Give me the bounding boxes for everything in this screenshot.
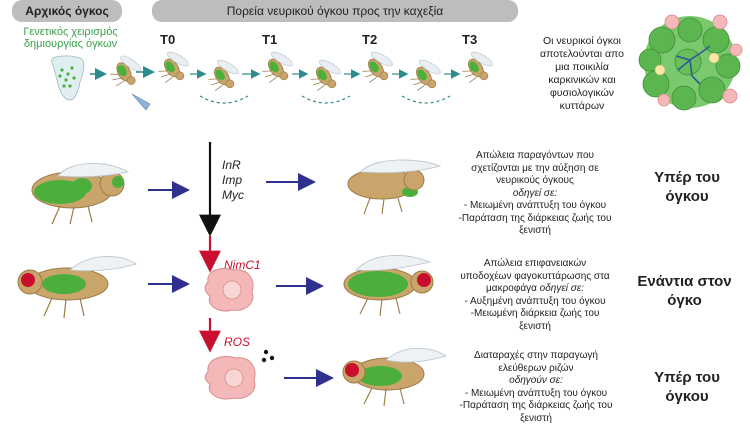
row2-effect: - Αυξημένη ανάπτυξη του όγκου — [464, 295, 606, 307]
fly-t0 — [150, 43, 197, 89]
fly-t2b — [402, 51, 449, 97]
larva-tumor-icon — [51, 55, 85, 101]
fly-t1b — [302, 51, 349, 97]
row2-verdict-line: όγκο — [667, 292, 702, 309]
gene-nimc1: NimC1 — [224, 258, 261, 272]
progression-flies — [150, 43, 501, 97]
row1-effect: - Μειωμένη ανάπτυξη του όγκου — [463, 200, 607, 211]
row1-description: Απώλεια παραγόντων που σχετίζονται με τη… — [455, 150, 615, 238]
row1-desc-line: νευρικούς όγκους — [496, 175, 574, 186]
progression-title: Πορεία νευρικού όγκου προς την καχεξία — [152, 0, 518, 22]
gene-myc: Myc — [222, 188, 244, 202]
row1-desc-line: Απώλεια παραγόντων που — [475, 150, 595, 161]
row3-verdict: Υπέρ του όγκου — [632, 368, 742, 406]
row1-desc-line: σχετίζονται με την αύξηση σε — [471, 162, 599, 174]
progression-connectors — [190, 69, 461, 104]
row1-fly-after — [347, 159, 442, 215]
row2-leads-to: οδηγεί σε: — [539, 283, 584, 294]
row3-desc-line: ελεύθερων ριζών — [498, 362, 574, 374]
row2-desc-line: υποδοχέων φαγοκυττάρωσης στα — [460, 270, 610, 282]
fly-t2 — [354, 43, 401, 89]
row3-fly-after — [342, 347, 447, 407]
row2-verdict-line: Ενάντια στον — [637, 273, 732, 290]
row1-verdict-line: όγκου — [665, 188, 709, 205]
row1-verdict: Υπέρ του όγκου — [632, 168, 742, 206]
row3-effect: -Παράταση της διάρκειας ζωής του — [459, 400, 613, 411]
row3-desc-line: Διαταραχές στην παραγωγή — [474, 350, 598, 361]
row1-verdict-line: Υπέρ του — [654, 169, 720, 186]
row3-effect: ξενιστή — [520, 412, 552, 424]
gene-imp: Imp — [222, 173, 243, 187]
row3-description: Διαταραχές στην παραγωγή ελεύθερων ριζών… — [452, 350, 620, 425]
host-fly-icon — [103, 47, 149, 93]
row2-effect: ξενιστή — [519, 320, 551, 332]
syringe-icon — [131, 93, 151, 111]
row2-verdict: Ενάντια στον όγκο — [622, 272, 747, 310]
row3-verdict-line: όγκου — [665, 388, 709, 405]
gene-list-row1: InR Imp Myc — [222, 158, 244, 203]
row2-fly-before — [17, 256, 137, 319]
tumor-cell-cluster-icon — [638, 14, 743, 111]
row2-desc-line: μακροφάγα — [486, 283, 537, 294]
timepoint-t0: T0 — [160, 32, 176, 47]
row1-leads-to: οδηγεί σε: — [512, 187, 558, 199]
ros-particles-icon — [261, 349, 275, 363]
row2-fly-after — [343, 255, 434, 317]
row3-macrophage-icon — [204, 356, 256, 400]
row2-macrophage-icon — [204, 268, 254, 312]
initial-tumor-subtitle: Γενετικός χειρισμός δημιουργίας όγκων — [23, 26, 118, 50]
row2-description: Απώλεια επιφανειακών υποδοχέων φαγοκυττά… — [450, 258, 620, 333]
fly-t0b — [200, 51, 247, 97]
fly-t3 — [454, 43, 501, 89]
timepoint-t1: T1 — [262, 32, 278, 47]
gene-inr: InR — [222, 158, 241, 172]
composition-note: Οι νευρικοί όγκοι αποτελούνται απο μια π… — [540, 35, 624, 112]
row2-desc-line: Απώλεια επιφανειακών — [483, 258, 587, 269]
initial-tumor-title: Αρχικός όγκος — [12, 0, 122, 22]
timepoint-t3: T3 — [462, 32, 478, 47]
row1-fly-before — [31, 163, 130, 225]
gene-ros: ROS — [224, 335, 251, 349]
row1-effect: -Παράταση της διάρκειας ζωής του — [458, 212, 612, 224]
row1-effect: ξενιστή — [519, 225, 551, 236]
row3-leads-to: οδηγούν σε: — [509, 375, 563, 386]
row2-effect: -Μειωμένη διάρκεια ζωής του — [470, 308, 600, 319]
timepoint-t2: T2 — [362, 32, 378, 47]
fly-t1 — [254, 43, 301, 89]
row3-verdict-line: Υπέρ του — [654, 369, 720, 386]
row3-effect: - Μειωμένη ανάπτυξη του όγκου — [464, 387, 608, 399]
